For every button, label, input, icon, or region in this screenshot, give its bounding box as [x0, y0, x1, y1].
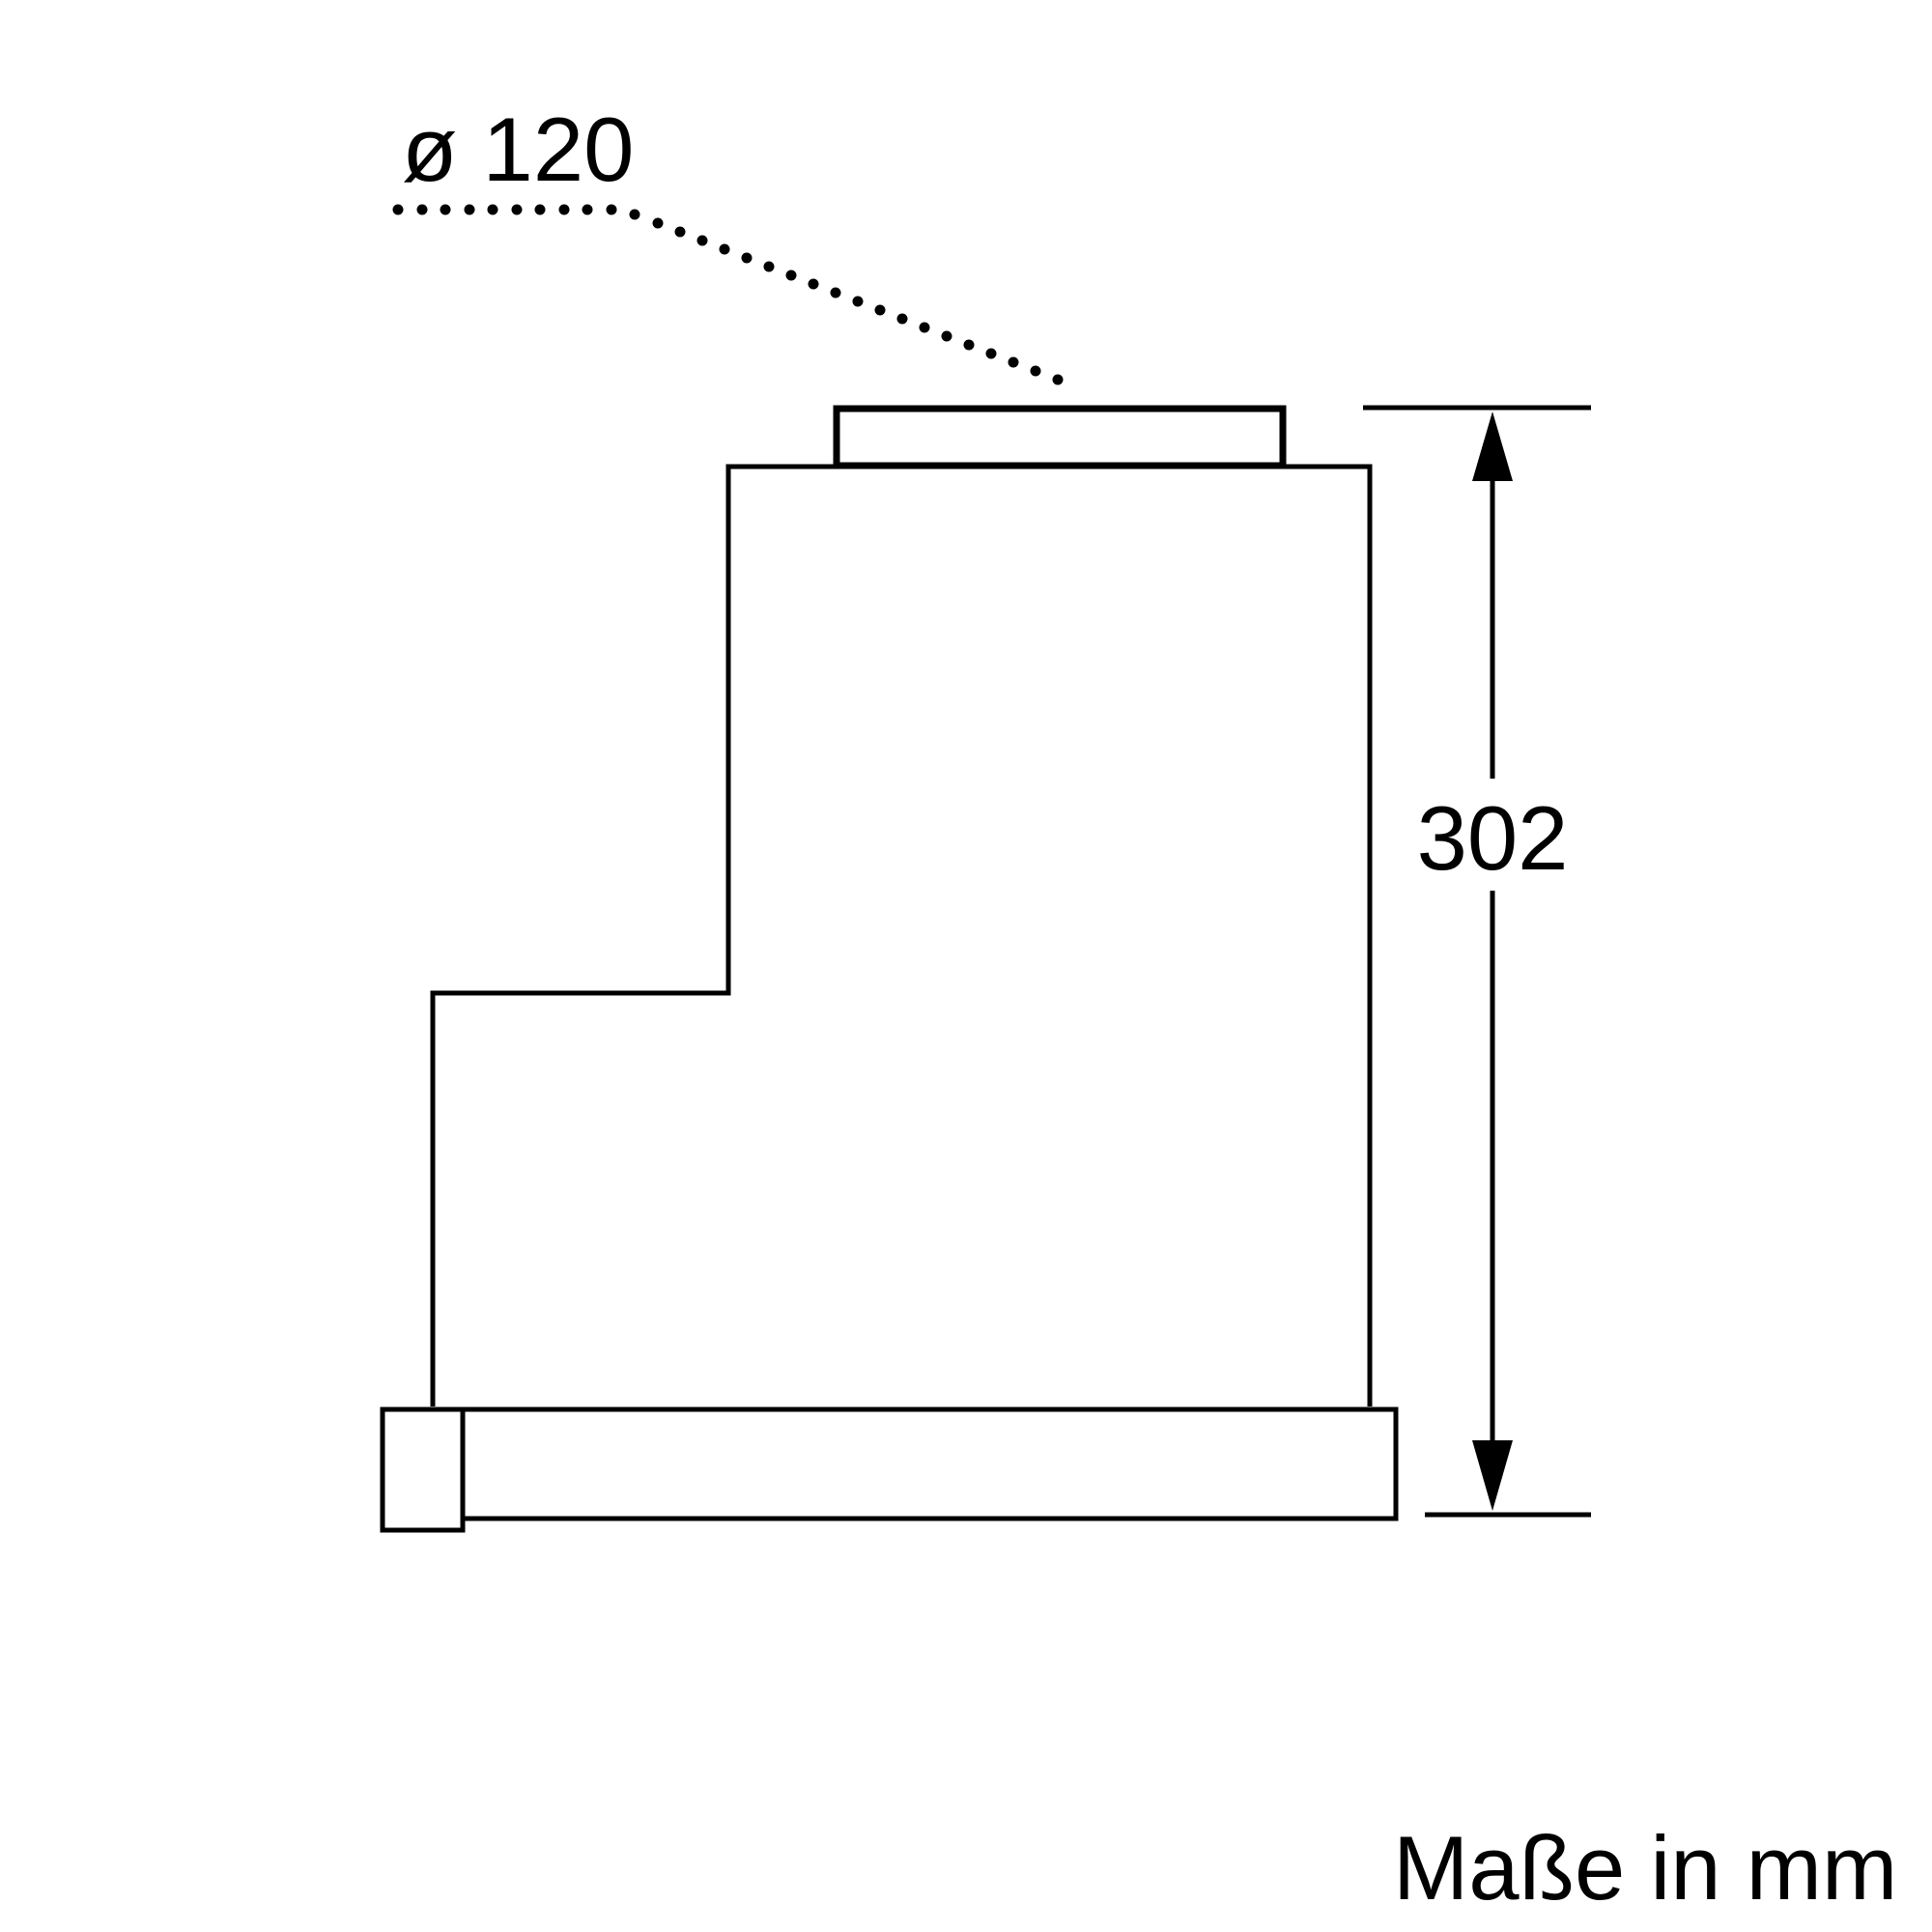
bottom-panel [459, 1406, 1399, 1521]
height-dimension-label: 302 [1417, 787, 1569, 889]
duct-diameter-label: ø 120 [402, 99, 634, 200]
diameter-leader-line [392, 204, 1064, 385]
duct-connector [833, 405, 1287, 469]
appliance-body-outline [430, 464, 1373, 1406]
front-handle-block [380, 1406, 466, 1533]
arrow-up-icon [1472, 412, 1513, 481]
units-note: Maße in mm [1393, 1817, 1897, 1918]
arrow-down-icon [1472, 1440, 1513, 1511]
